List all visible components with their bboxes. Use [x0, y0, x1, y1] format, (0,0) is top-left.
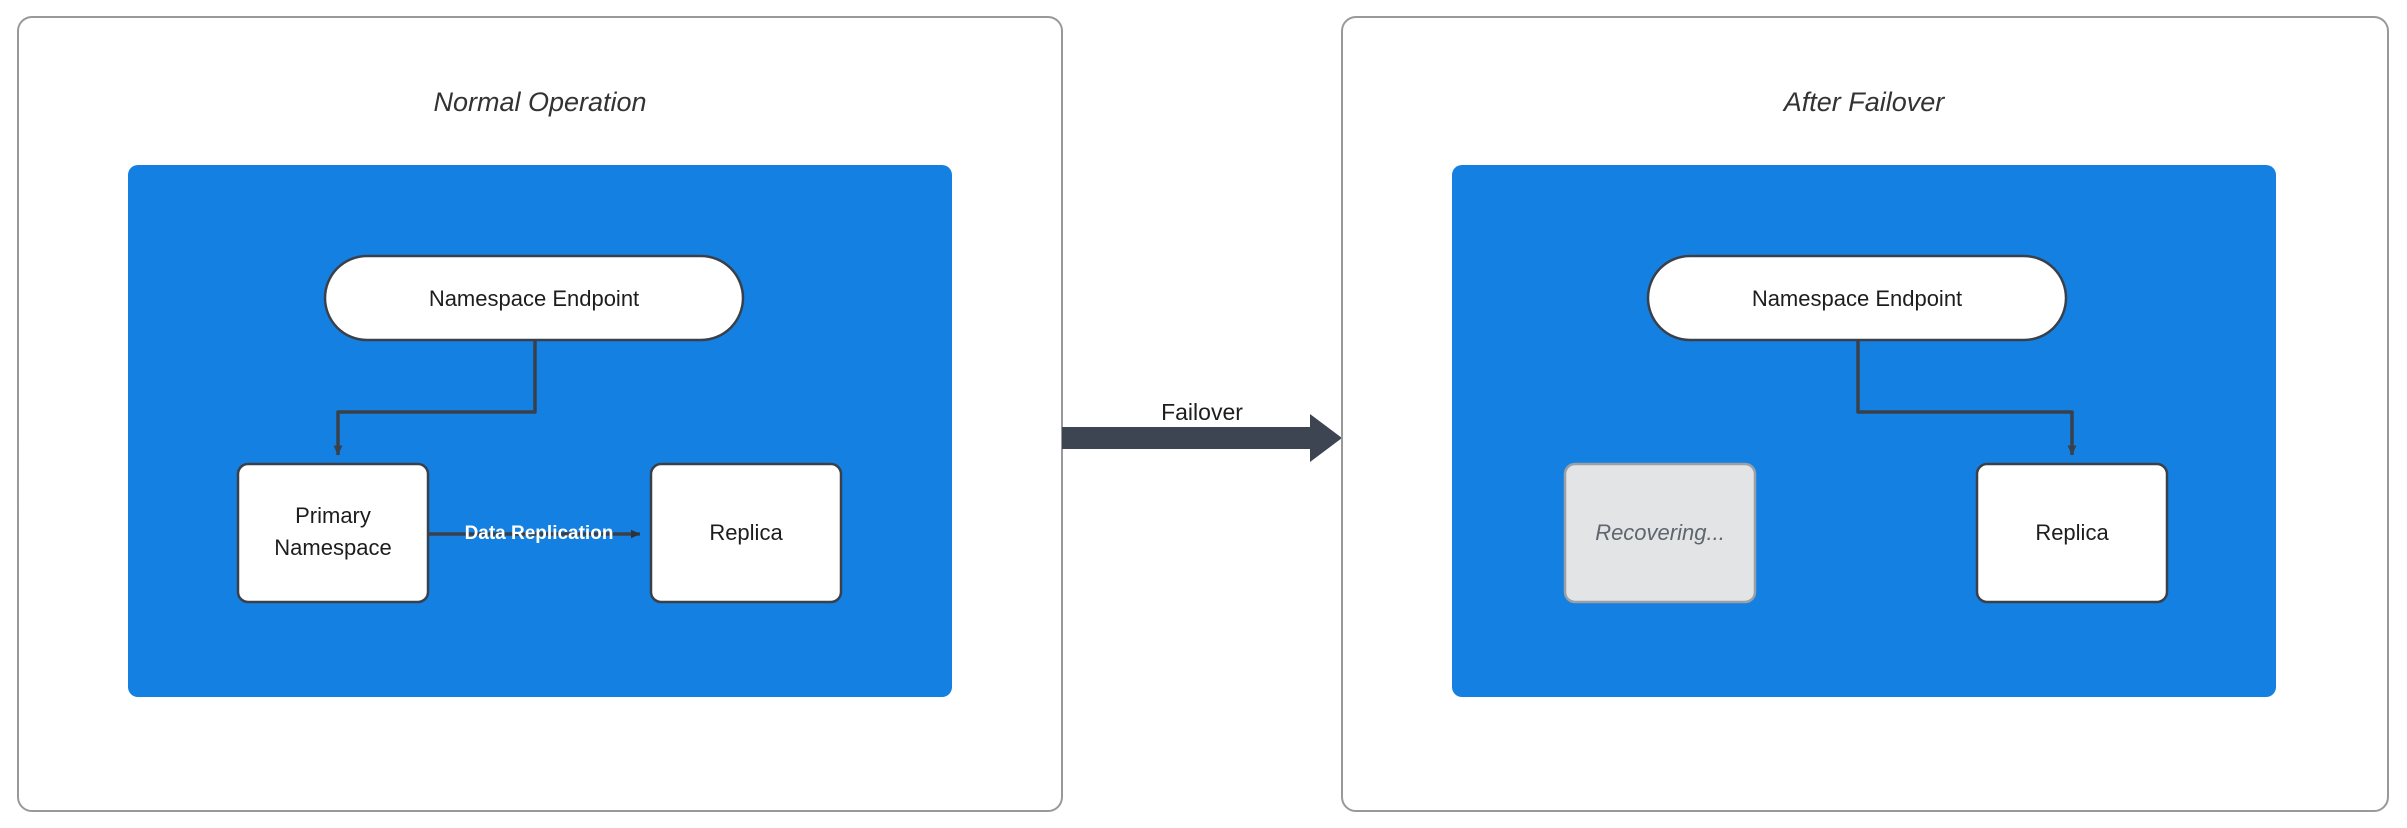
- panel-title-left: Normal Operation: [433, 87, 646, 117]
- node-primary-namespace[interactable]: Primary Namespace: [236, 462, 430, 604]
- node-recovering[interactable]: Recovering...: [1563, 462, 1757, 604]
- node-endpoint-right-shape[interactable]: [1646, 254, 2068, 342]
- node-replica-left-label: Replica: [709, 520, 783, 545]
- edge-label-data-replication: Data Replication: [465, 523, 614, 544]
- node-replica-right-shape[interactable]: [1975, 462, 2169, 604]
- node-endpoint-left-shape[interactable]: [323, 254, 745, 342]
- node-endpoint-right[interactable]: Namespace Endpoint: [1646, 254, 2068, 342]
- panel-normal-operation: Normal Operation Namespace Endpoint Prim…: [17, 16, 1063, 812]
- edge-endpoint-to-primary: [333, 341, 537, 456]
- node-replica-left[interactable]: Replica: [649, 462, 843, 604]
- node-primary-namespace-label-line2: Namespace: [274, 535, 391, 560]
- node-endpoint-left-label: Namespace Endpoint: [429, 286, 639, 311]
- group-container-right: [1452, 165, 2276, 697]
- node-replica-right[interactable]: Replica: [1975, 462, 2169, 604]
- failover-arrow-icon: [1062, 414, 1342, 462]
- node-recovering-label: Recovering...: [1595, 520, 1725, 545]
- failover-label: Failover: [1161, 399, 1243, 425]
- group-container-left: [128, 165, 952, 697]
- node-recovering-shape[interactable]: [1563, 462, 1757, 604]
- node-replica-left-shape[interactable]: [649, 462, 843, 604]
- edge-endpoint-to-replica: [1856, 341, 2077, 456]
- node-replica-right-label: Replica: [2035, 520, 2109, 545]
- node-primary-namespace-shape[interactable]: [236, 462, 430, 604]
- node-endpoint-left[interactable]: Namespace Endpoint: [323, 254, 745, 342]
- panel-title-right: After Failover: [1782, 87, 1946, 117]
- node-primary-namespace-label-line1: Primary: [295, 503, 371, 528]
- node-endpoint-right-label: Namespace Endpoint: [1752, 286, 1962, 311]
- failover-transition: Failover: [1062, 399, 1342, 462]
- panel-after-failover: After Failover Namespace Endpoint Recove…: [1341, 16, 2389, 812]
